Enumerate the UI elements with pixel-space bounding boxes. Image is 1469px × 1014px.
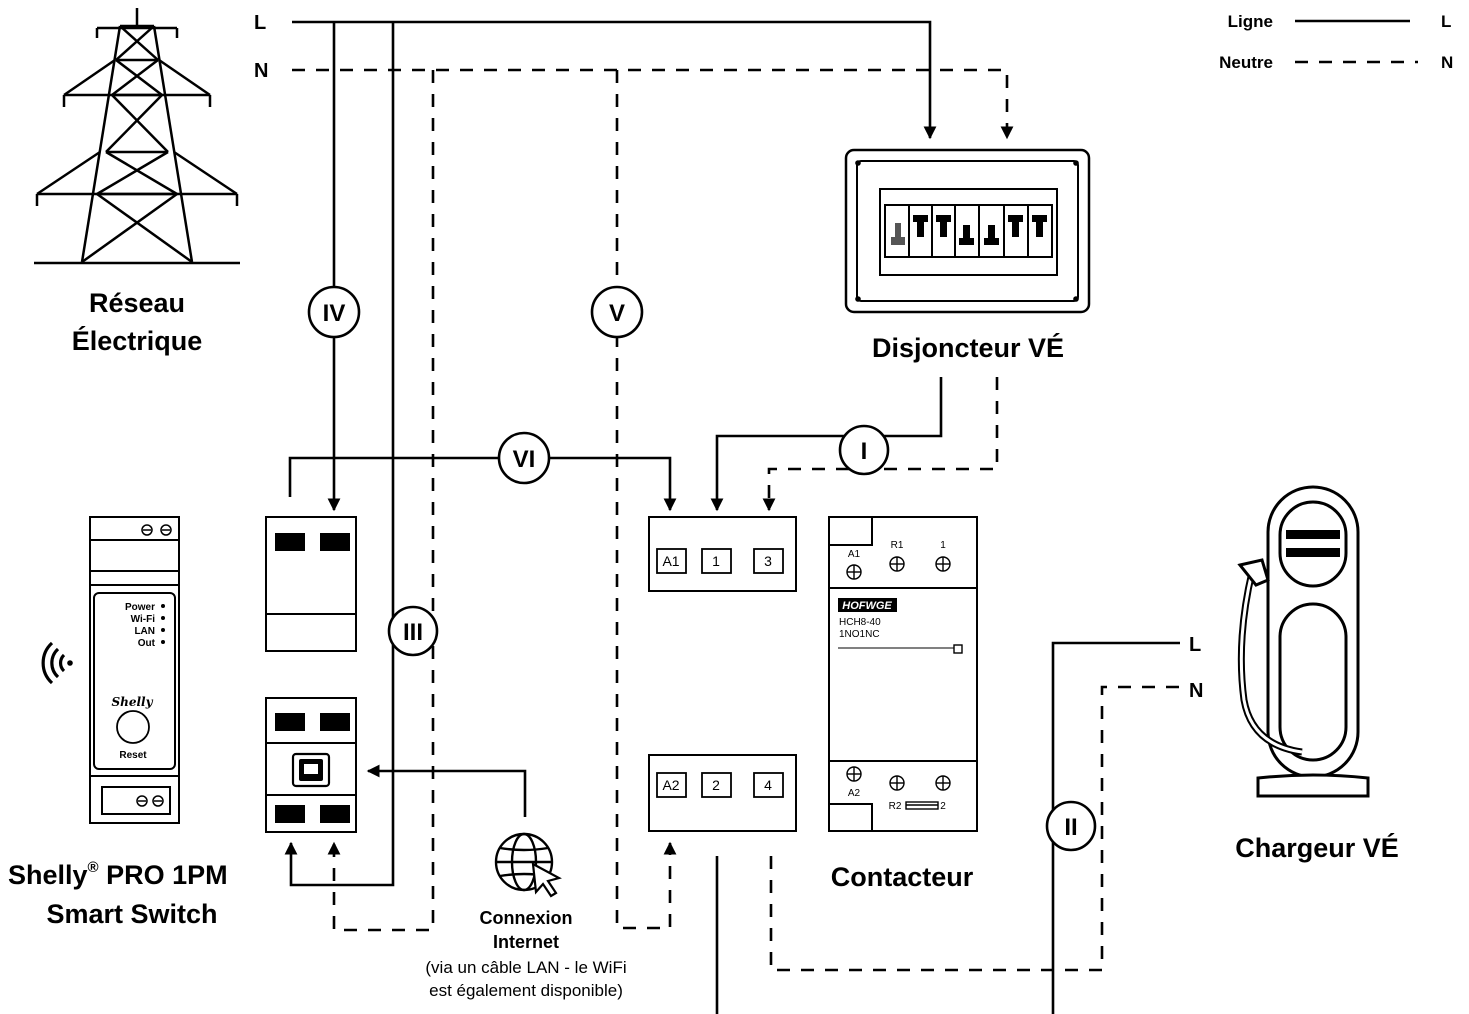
legend-neutral-label: Neutre: [1219, 53, 1273, 72]
ev-charger-icon: L N: [1189, 485, 1370, 798]
contactor-terminals-top: A1 1 3: [648, 516, 797, 592]
contactor-label: Contacteur: [831, 862, 974, 892]
terminal-2: 2: [712, 777, 720, 793]
terminal-4: 4: [764, 777, 772, 793]
shelly-reset-label: Reset: [119, 750, 147, 761]
legend: Ligne L Neutre N: [1219, 12, 1453, 72]
internet-note-1: (via un câble LAN - le WiFi: [425, 958, 626, 977]
svg-text:III: III: [403, 619, 423, 646]
terminal-3: 3: [764, 553, 772, 569]
terminal-a2: A2: [662, 777, 679, 793]
charger-line-wire: [1051, 641, 1180, 1014]
contactor-top-label-a1: A1: [848, 549, 861, 560]
wifi-icon: [41, 641, 73, 685]
shelly-led-wifi: Wi-Fi: [131, 614, 156, 625]
supply-wires: [284, 20, 1014, 932]
terminal-a1: A1: [662, 553, 679, 569]
shelly-terminal-block-bottom: [265, 697, 357, 833]
charger-label: Chargeur VÉ: [1235, 832, 1399, 863]
internet-title-1: Connexion: [480, 908, 573, 928]
contactor-device: A1 R1 1 HOFWGE HCH8-40 1NO1NC A2 R2 2: [828, 516, 978, 832]
internet-note-2: est également disponible): [429, 981, 623, 1000]
shelly-title: Shelly® PRO 1PM: [8, 859, 228, 890]
ev-breaker: [844, 148, 1091, 314]
svg-text:I: I: [861, 438, 868, 465]
contactor-top-label-1: 1: [940, 540, 946, 551]
marker-vi: VI: [497, 431, 551, 485]
shelly-subtitle: Smart Switch: [46, 899, 217, 929]
marker-ii: II: [1045, 800, 1097, 852]
marker-v: V: [590, 285, 644, 339]
shelly-led-power: Power: [125, 602, 155, 613]
charger-l-letter: L: [1189, 634, 1201, 656]
output-neutral-wire: [769, 685, 1180, 972]
shelly-device: Power Wi-Fi LAN Out Shelly Reset: [89, 516, 180, 824]
shelly-led-lan: LAN: [134, 626, 155, 637]
grid-label-2: Électrique: [72, 325, 203, 356]
contactor-bottom-label-a2: A2: [848, 788, 861, 799]
contactor-config: 1NO1NC: [839, 629, 880, 640]
grid-label-1: Réseau: [89, 288, 185, 318]
shelly-brand-logo: Shelly: [111, 695, 153, 709]
contactor-terminals-bottom: A2 2 4: [648, 754, 797, 832]
svg-text:V: V: [609, 300, 625, 327]
shelly-reset-button[interactable]: [116, 710, 150, 744]
shelly-led-out: Out: [138, 638, 156, 649]
legend-neutral-letter: N: [1441, 53, 1453, 72]
legend-line-letter: L: [1441, 12, 1451, 31]
marker-i: I: [838, 424, 890, 476]
charger-n-letter: N: [1189, 680, 1203, 702]
globe-cursor-icon: [494, 832, 562, 898]
contactor-bottom-label-2: 2: [940, 801, 946, 812]
svg-text:IV: IV: [323, 300, 346, 327]
marker-iv: IV: [307, 285, 361, 339]
power-tower-icon: [34, 8, 240, 265]
breaker-label: Disjoncteur VÉ: [872, 332, 1064, 363]
contactor-brand: HOFWGE: [842, 600, 892, 612]
legend-line-label: Ligne: [1228, 12, 1273, 31]
terminal-1: 1: [712, 553, 720, 569]
shelly-terminal-block-top: [265, 516, 357, 652]
svg-text:II: II: [1064, 814, 1077, 841]
contactor-bottom-label-r2: R2: [889, 801, 902, 812]
marker-iii: III: [387, 605, 439, 657]
contactor-top-label-r1: R1: [891, 540, 904, 551]
supply-neutral-letter: N: [254, 60, 268, 82]
contactor-model: HCH8-40: [839, 617, 881, 628]
supply-line-letter: L: [254, 12, 266, 34]
internet-title-2: Internet: [493, 932, 559, 952]
svg-text:VI: VI: [513, 446, 536, 473]
